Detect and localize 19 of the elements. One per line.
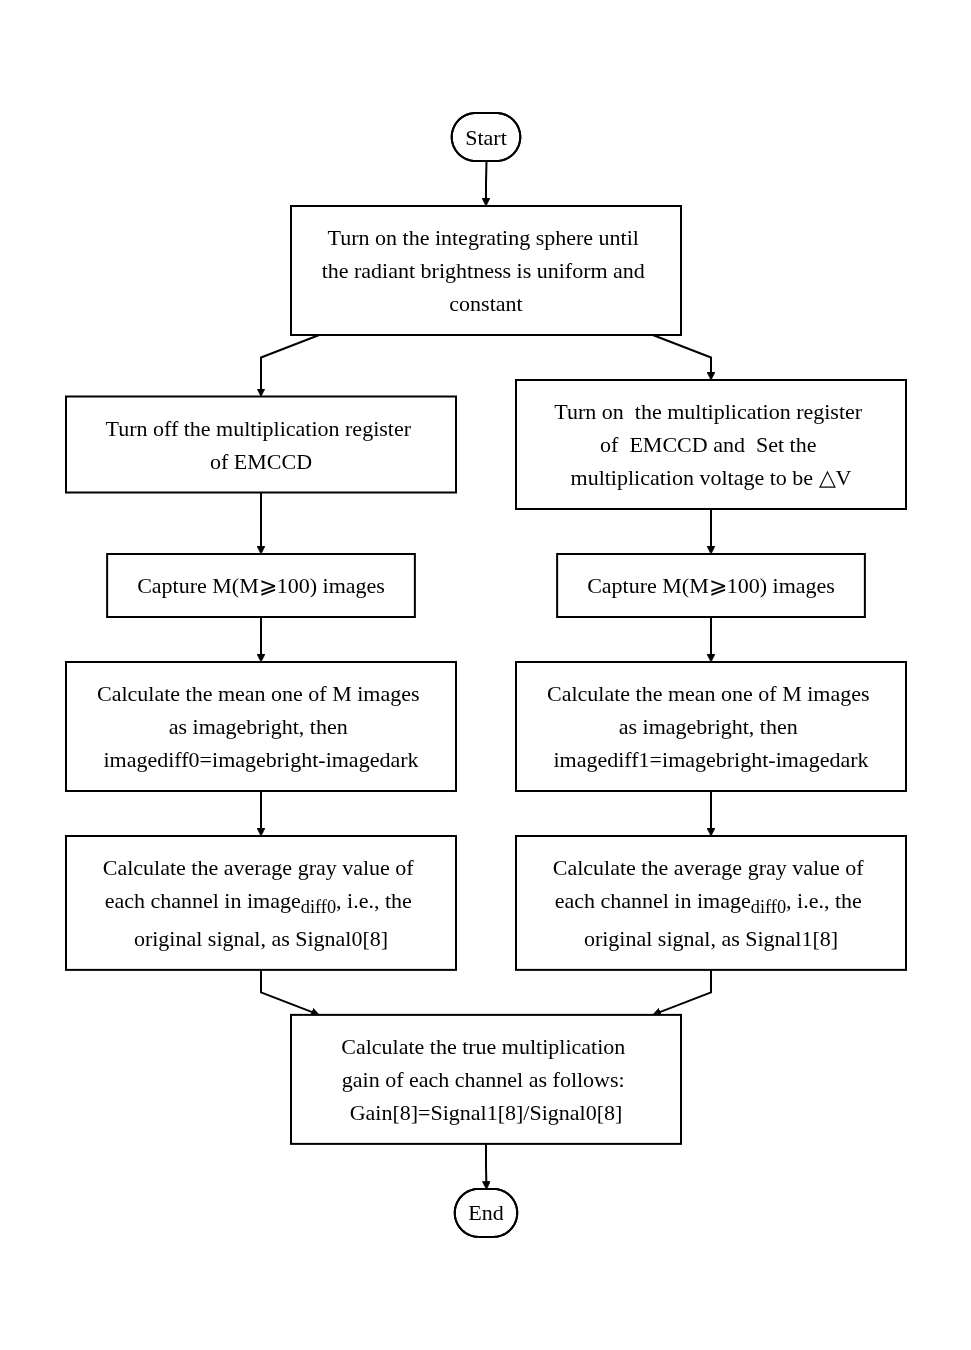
arrow: [256, 334, 320, 397]
node-box: Turn on the multiplication register of EMCCD and Set the multiplication voltage to be △V: [514, 379, 907, 511]
arrow: [256, 616, 265, 663]
node-box: Calculate the true multiplication gain of each channel as follows: Gain[8]=Signal1[8]/Signal0[8]: [289, 1013, 682, 1145]
node-box: Calculate the average gray value of each channel in image$_{diff0}$, i.e., the original signal, as Signal0[8]: [64, 835, 457, 971]
node-box: Calculate the mean one of M images as imagebright, then imagediff1=imagebright-imagedark: [514, 661, 907, 793]
node-box: Capture M(M⩾100) images: [555, 553, 866, 619]
arrow: [706, 790, 715, 837]
node-box: Calculate the mean one of M images as imagebright, then imagediff0=imagebright-imagedark: [64, 661, 457, 793]
node-box: Turn on the integrating sphere until the radiant brightness is uniform and constant: [289, 205, 682, 337]
arrow: [706, 508, 715, 555]
arrow: [256, 491, 265, 555]
arrow: [706, 616, 715, 663]
arrow: [481, 160, 490, 207]
node-box: Turn off the multiplication register of EMCCD: [64, 395, 457, 494]
node-box: Calculate the average gray value of each channel in image$_{diff0}$, i.e., the original signal, as Signal1[8]: [514, 835, 907, 971]
arrow: [256, 790, 265, 837]
node-box: Capture M(M⩾100) images: [105, 553, 416, 619]
arrow: [481, 1142, 491, 1190]
